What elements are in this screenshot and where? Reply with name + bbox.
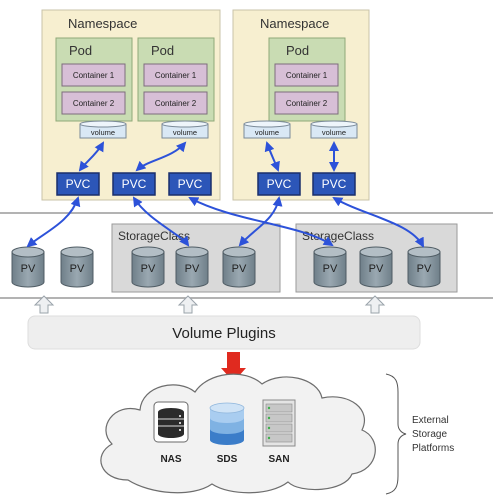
pod-1-title: Pod	[69, 43, 92, 58]
pv-cylinder: PV	[407, 246, 441, 288]
arrow-pvc-1-pv	[26, 196, 81, 248]
container-1-label: Container 1	[73, 71, 115, 80]
volume-plugins-label: Volume Plugins	[172, 325, 275, 342]
plugin-up-arrows	[33, 295, 386, 314]
pv-label: PV	[232, 263, 247, 275]
san-label: SAN	[268, 454, 289, 465]
pv-layer: PV PV PV PV PV PV PV PV	[11, 246, 441, 288]
pod-2-title: Pod	[151, 43, 174, 58]
pod-2: Pod Container 1 Container 2	[137, 37, 215, 122]
container-1	[274, 63, 339, 87]
pv-cylinder: PV	[11, 246, 45, 288]
pv-cylinder: PV	[313, 246, 347, 288]
pv-label: PV	[185, 263, 200, 275]
pv-label: PV	[21, 263, 36, 275]
pod-1: Pod Container 1 Container 2	[55, 37, 133, 122]
pvc-label: PVC	[122, 177, 147, 191]
binding-arrows	[26, 141, 424, 248]
container-1-label: Container 1	[155, 71, 197, 80]
pvc-label: PVC	[66, 177, 91, 191]
container-2-label: Container 2	[286, 99, 328, 108]
volume-label: volume	[322, 128, 346, 137]
arrow-volume-2-pvc-2	[135, 141, 187, 172]
pv-label: PV	[323, 263, 338, 275]
pvc-4: PVC	[257, 172, 301, 196]
pvc-5: PVC	[312, 172, 356, 196]
pvc-label: PVC	[322, 177, 347, 191]
container-1	[143, 63, 208, 87]
container-2-label: Container 2	[155, 99, 197, 108]
arrow-pvc-5-pv	[332, 196, 424, 248]
pv-label: PV	[369, 263, 384, 275]
volume-plugins-bar: Volume Plugins	[27, 315, 421, 350]
container-2-label: Container 2	[73, 99, 115, 108]
pvc-label: PVC	[267, 177, 292, 191]
volume-label: volume	[173, 128, 197, 137]
sds-label: SDS	[217, 454, 238, 465]
san-icon	[262, 399, 296, 447]
container-2	[274, 91, 339, 115]
container-2	[61, 91, 126, 115]
container-2	[143, 91, 208, 115]
pvc-2: PVC	[112, 172, 156, 196]
up-arrow-icon	[177, 295, 199, 314]
nas-icon	[153, 401, 189, 443]
arrow-pvc-4-pv	[238, 196, 283, 247]
volume-label: volume	[255, 128, 279, 137]
nas-label: NAS	[160, 454, 181, 465]
volume-1: volume	[79, 120, 127, 139]
platforms-label-line-3: Platforms	[412, 443, 454, 454]
pvc-3: PVC	[168, 172, 212, 196]
namespace-2-title: Namespace	[260, 16, 329, 31]
container-1-label: Container 1	[286, 71, 328, 80]
pod-3-title: Pod	[286, 43, 309, 58]
pod-3: Pod Container 1 Container 2	[268, 37, 346, 122]
up-arrow-icon	[364, 295, 386, 314]
arrow-volume-3-pvc-4	[264, 141, 280, 172]
pv-cylinder: PV	[222, 246, 256, 288]
container-1	[61, 63, 126, 87]
platforms-label-line-1: External	[412, 415, 449, 426]
pv-cylinder: PV	[60, 246, 94, 288]
pv-label: PV	[70, 263, 85, 275]
volume-label: volume	[91, 128, 115, 137]
volume-4: volume	[310, 120, 358, 139]
pv-cylinder: PV	[359, 246, 393, 288]
arrow-pvc-2-pv	[132, 196, 190, 247]
arrow-volume-1-pvc-1	[78, 141, 105, 172]
up-arrow-icon	[33, 295, 55, 314]
volume-3: volume	[243, 120, 291, 139]
pv-label: PV	[417, 263, 432, 275]
platforms-bracket	[385, 373, 407, 495]
namespace-1-title: Namespace	[68, 16, 137, 31]
sds-icon	[209, 402, 245, 445]
platforms-label-line-2: Storage	[412, 429, 447, 440]
pv-cylinder: PV	[175, 246, 209, 288]
pv-label: PV	[141, 263, 156, 275]
volume-2: volume	[161, 120, 209, 139]
pv-cylinder: PV	[131, 246, 165, 288]
pvc-1: PVC	[56, 172, 100, 196]
pvc-label: PVC	[178, 177, 203, 191]
